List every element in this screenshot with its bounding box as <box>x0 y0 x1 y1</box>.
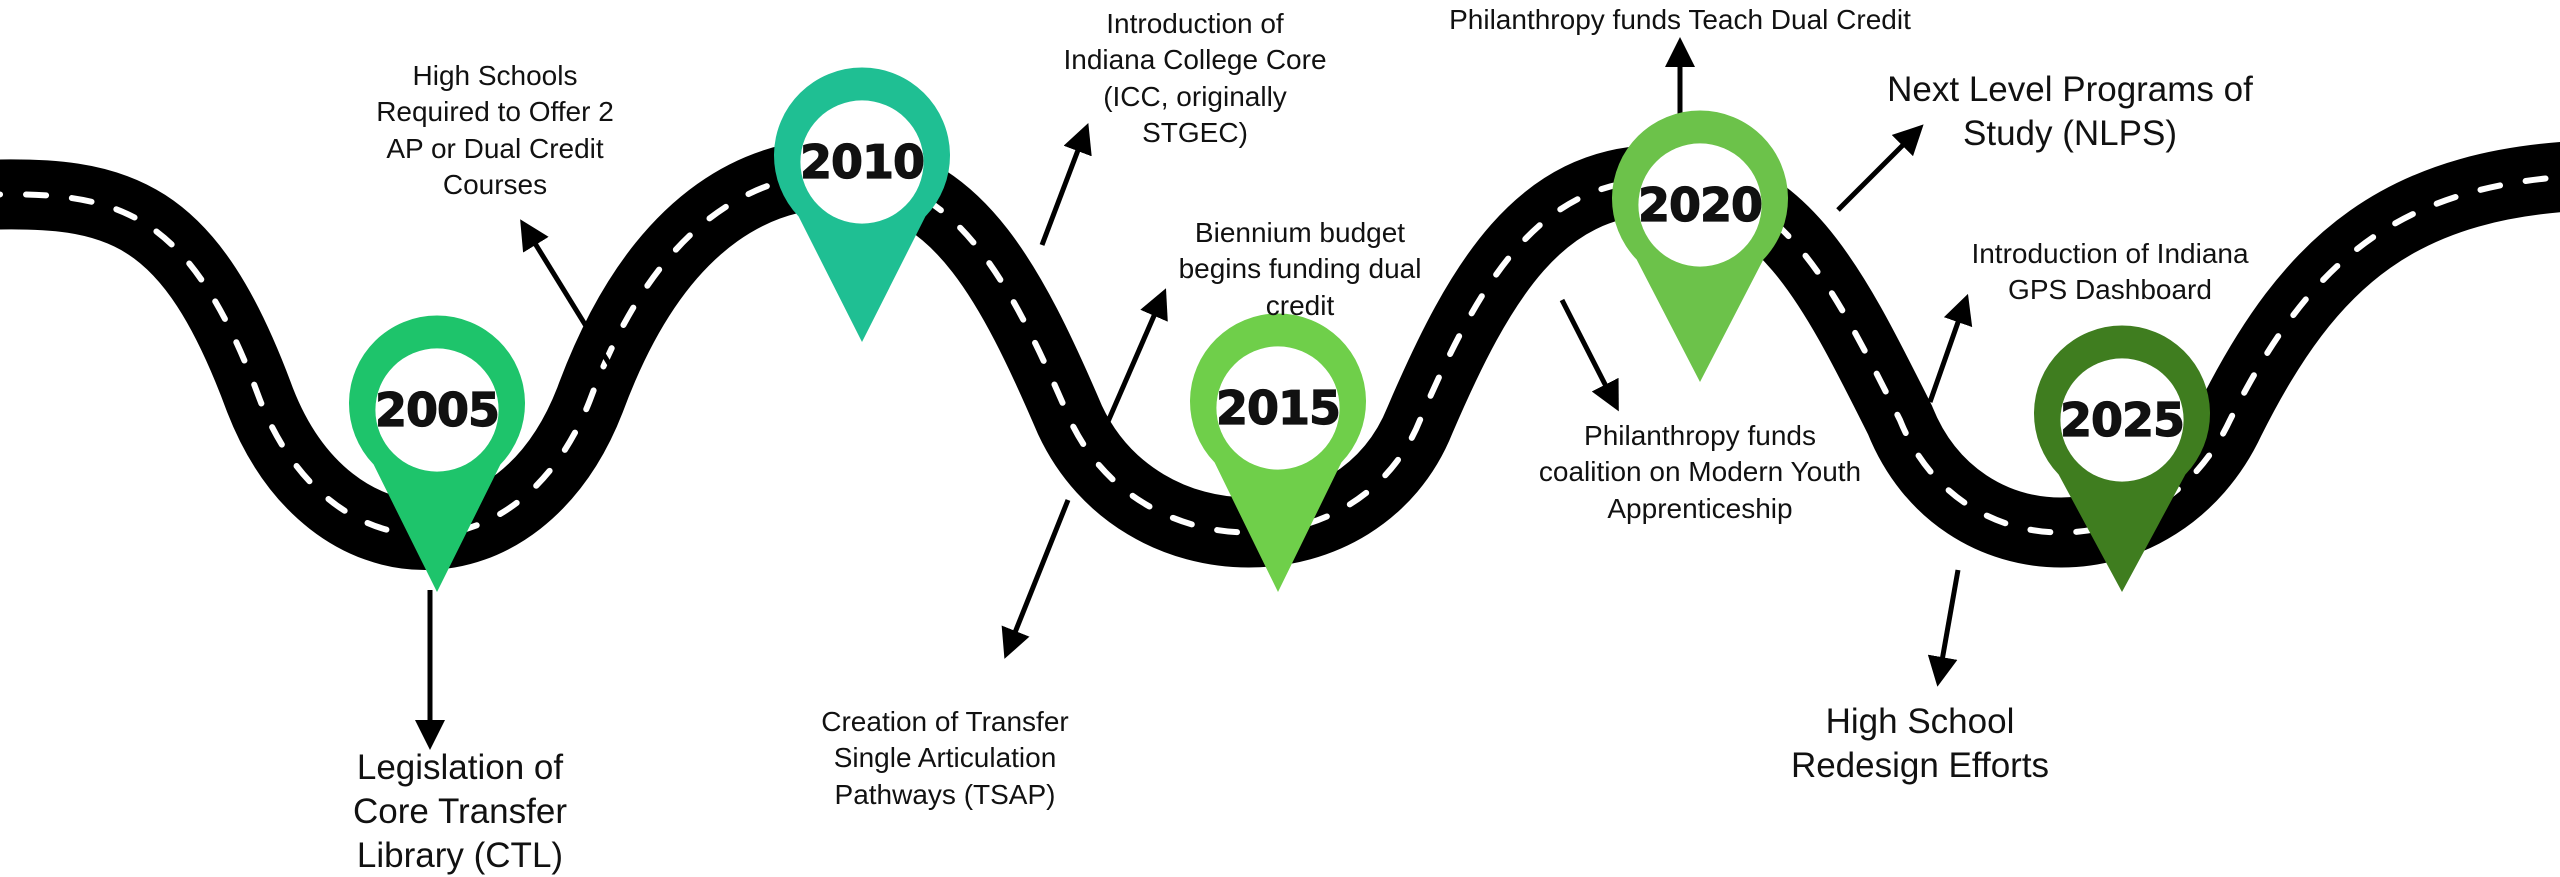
arrow-apprenticeship <box>1559 298 1619 412</box>
pin-inner-circle <box>1216 346 1340 470</box>
milestone-year-label: 2005 <box>375 383 499 437</box>
pin-inner-circle <box>375 348 499 472</box>
event-teach-dual-credit: Philanthropy funds Teach Dual Credit <box>1449 4 1911 35</box>
milestone-pin-2005: 2005 <box>349 315 525 592</box>
milestone-year-label: 2025 <box>2060 393 2184 447</box>
milestone-year-label: 2010 <box>800 135 924 189</box>
milestone-pin-2020: 2020 <box>1611 110 1788 383</box>
pin-inner-circle <box>2060 358 2184 482</box>
event-high-schools-ap: High Schools Required to Offer 2 AP or D… <box>376 60 614 201</box>
arrow-gps <box>1927 293 1973 403</box>
milestone-year-label: 2020 <box>1638 178 1762 232</box>
arrow-hs-redesign <box>1927 569 1961 687</box>
event-modern-youth-apprenticeship: Philanthropy funds coalition on Modern Y… <box>1538 420 1862 524</box>
event-nlps: Next Level Programs of Study (NLPS) <box>1887 70 2253 153</box>
milestone-year-label: 2015 <box>1216 381 1340 435</box>
milestone-pin-2015: 2015 <box>1190 313 1366 592</box>
pin-inner-circle <box>800 100 924 224</box>
milestone-pins: 2005 2010 2015 2020 2025 <box>349 67 2210 592</box>
arrows <box>415 37 1973 750</box>
event-ctl: Legislation of Core Transfer Library (CT… <box>353 748 567 875</box>
event-icc: Introduction of Indiana College Core (IC… <box>1063 8 1327 149</box>
arrow-tsap <box>1001 499 1071 659</box>
arrow-icc <box>1039 122 1092 246</box>
event-biennium-budget: Biennium budget begins funding dual cred… <box>1178 217 1422 321</box>
pin-inner-circle <box>1638 143 1762 267</box>
milestone-pin-2010: 2010 <box>774 67 950 342</box>
arrow-high-schools <box>520 219 613 367</box>
event-indiana-gps: Introduction of Indiana GPS Dashboard <box>1971 238 2249 306</box>
arrow-nlps <box>1836 124 1924 212</box>
arrow-biennium <box>1097 288 1168 441</box>
event-hs-redesign: High School Redesign Efforts <box>1790 702 2050 785</box>
event-tsap: Creation of Transfer Single Articulation… <box>821 706 1069 810</box>
milestone-pin-2025: 2025 <box>2034 325 2210 592</box>
